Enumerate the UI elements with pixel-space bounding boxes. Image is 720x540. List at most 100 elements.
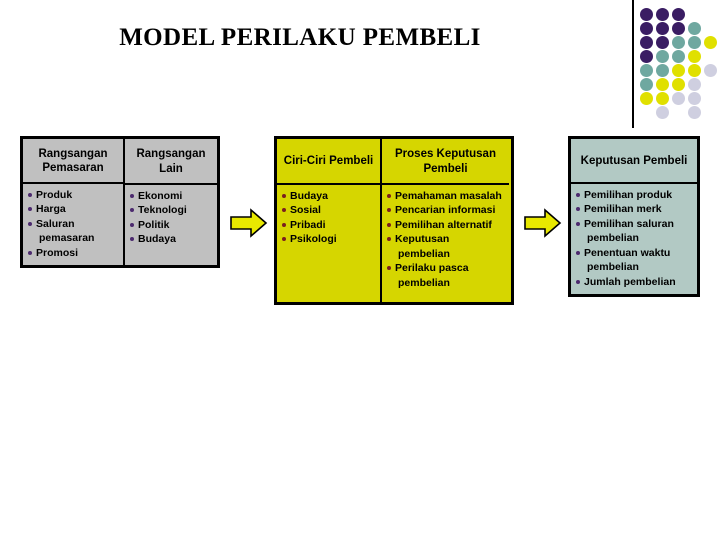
dot-yellow	[640, 92, 653, 105]
list-item: Politik	[130, 219, 213, 233]
decision-box-column-1-header: Keputusan Pembeli	[571, 139, 697, 184]
dot-lavender	[704, 64, 717, 77]
list-item: Pemilihan alternatif	[387, 219, 505, 233]
dot-teal	[688, 36, 701, 49]
dot-purple	[640, 22, 653, 35]
dot-yellow	[704, 36, 717, 49]
bullet-dot-icon	[282, 237, 286, 242]
dot-lavender	[688, 106, 701, 119]
list-item: pemasaran	[39, 232, 95, 245]
dot-purple	[640, 8, 653, 21]
dot-yellow	[656, 78, 669, 91]
dot-teal	[656, 50, 669, 63]
dot-grid-logo	[626, 0, 720, 132]
bullet-dot-icon	[576, 207, 580, 212]
list-item: Pemahaman masalah	[387, 190, 505, 204]
list-item: Perilaku pasca	[387, 262, 505, 276]
buyer-box-column-1-header: Ciri-Ciri Pembeli	[277, 139, 380, 185]
bullet-dot-icon	[387, 237, 391, 242]
list-item: pembelian	[587, 232, 639, 245]
list-item: Sosial	[282, 204, 376, 218]
dot-yellow	[688, 50, 701, 63]
dot-purple	[672, 8, 685, 21]
dot-teal	[688, 22, 701, 35]
list-item: Pencarian informasi	[387, 204, 505, 218]
bullet-dot-icon	[576, 250, 580, 255]
list-item: Penentuan waktu	[576, 247, 693, 261]
list-item: pembelian	[398, 247, 450, 260]
list-item: Pemilihan saluran	[576, 218, 693, 232]
bullet-dot-icon	[28, 192, 32, 197]
dot-lavender	[672, 92, 685, 105]
bullet-dot-icon	[28, 207, 32, 212]
bullet-dot-icon	[130, 237, 134, 242]
list-item: Saluran	[28, 218, 119, 232]
dot-teal	[672, 36, 685, 49]
list-item: Budaya	[130, 233, 213, 247]
logo-vertical-rule	[632, 0, 634, 128]
list-item: Harga	[28, 203, 119, 217]
stimuli-box-column-1-header: Rangsangan Pemasaran	[23, 139, 123, 184]
dot-yellow	[656, 92, 669, 105]
bullet-dot-icon	[387, 208, 391, 213]
bullet-dot-icon	[576, 221, 580, 226]
list-item: Promosi	[28, 247, 119, 261]
bullet-dot-icon	[282, 222, 286, 227]
dot-teal	[656, 64, 669, 77]
bullet-dot-icon	[576, 192, 580, 197]
dot-purple	[672, 22, 685, 35]
list-item: pembelian	[587, 261, 639, 274]
dot-yellow	[672, 64, 685, 77]
dot-purple	[656, 8, 669, 21]
buyer-box-column-2-header: Proses Keputusan Pembeli	[382, 139, 509, 185]
bullet-dot-icon	[576, 279, 580, 284]
flow-arrow-right-1	[230, 208, 268, 238]
list-item: Budaya	[282, 190, 376, 204]
dot-yellow	[672, 78, 685, 91]
bullet-dot-icon	[387, 194, 391, 198]
dot-teal	[640, 64, 653, 77]
dot-yellow	[688, 64, 701, 77]
bullet-dot-icon	[282, 208, 286, 213]
bullet-dot-icon	[130, 208, 134, 213]
bullet-dot-icon	[28, 221, 32, 226]
dot-teal	[672, 50, 685, 63]
dot-teal	[640, 78, 653, 91]
page-title: MODEL PERILAKU PEMBELI	[119, 24, 481, 51]
dot-purple	[640, 50, 653, 63]
list-item: Pemilihan merk	[576, 203, 693, 217]
dot-lavender	[688, 92, 701, 105]
bullet-dot-icon	[387, 222, 391, 227]
bullet-dot-icon	[130, 194, 134, 198]
bullet-dot-icon	[387, 266, 391, 271]
bullet-dot-icon	[130, 222, 134, 227]
dot-lavender	[688, 78, 701, 91]
dot-lavender	[656, 106, 669, 119]
list-item: pembelian	[398, 276, 450, 289]
list-item: Keputusan	[387, 233, 505, 247]
list-item: Pemilihan produk	[576, 189, 693, 203]
list-item: Ekonomi	[130, 190, 213, 204]
list-item: Teknologi	[130, 204, 213, 218]
dot-purple	[656, 22, 669, 35]
flow-arrow-right-2	[524, 208, 562, 238]
list-item: Pribadi	[282, 219, 376, 233]
